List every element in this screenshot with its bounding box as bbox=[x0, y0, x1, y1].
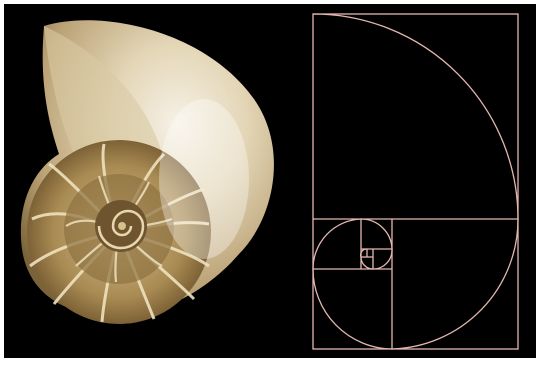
image-frame bbox=[4, 4, 536, 358]
golden-spiral-arc bbox=[313, 14, 518, 219]
golden-spiral-arc bbox=[313, 269, 392, 349]
golden-spiral-diagram bbox=[4, 4, 536, 358]
golden-rectangle-outline bbox=[313, 14, 518, 349]
golden-spiral-arc bbox=[361, 219, 392, 249]
golden-spiral-arc bbox=[392, 219, 518, 349]
golden-spiral-arc bbox=[373, 249, 392, 269]
golden-spiral-arc bbox=[361, 257, 373, 269]
golden-spiral-arc bbox=[313, 219, 361, 269]
